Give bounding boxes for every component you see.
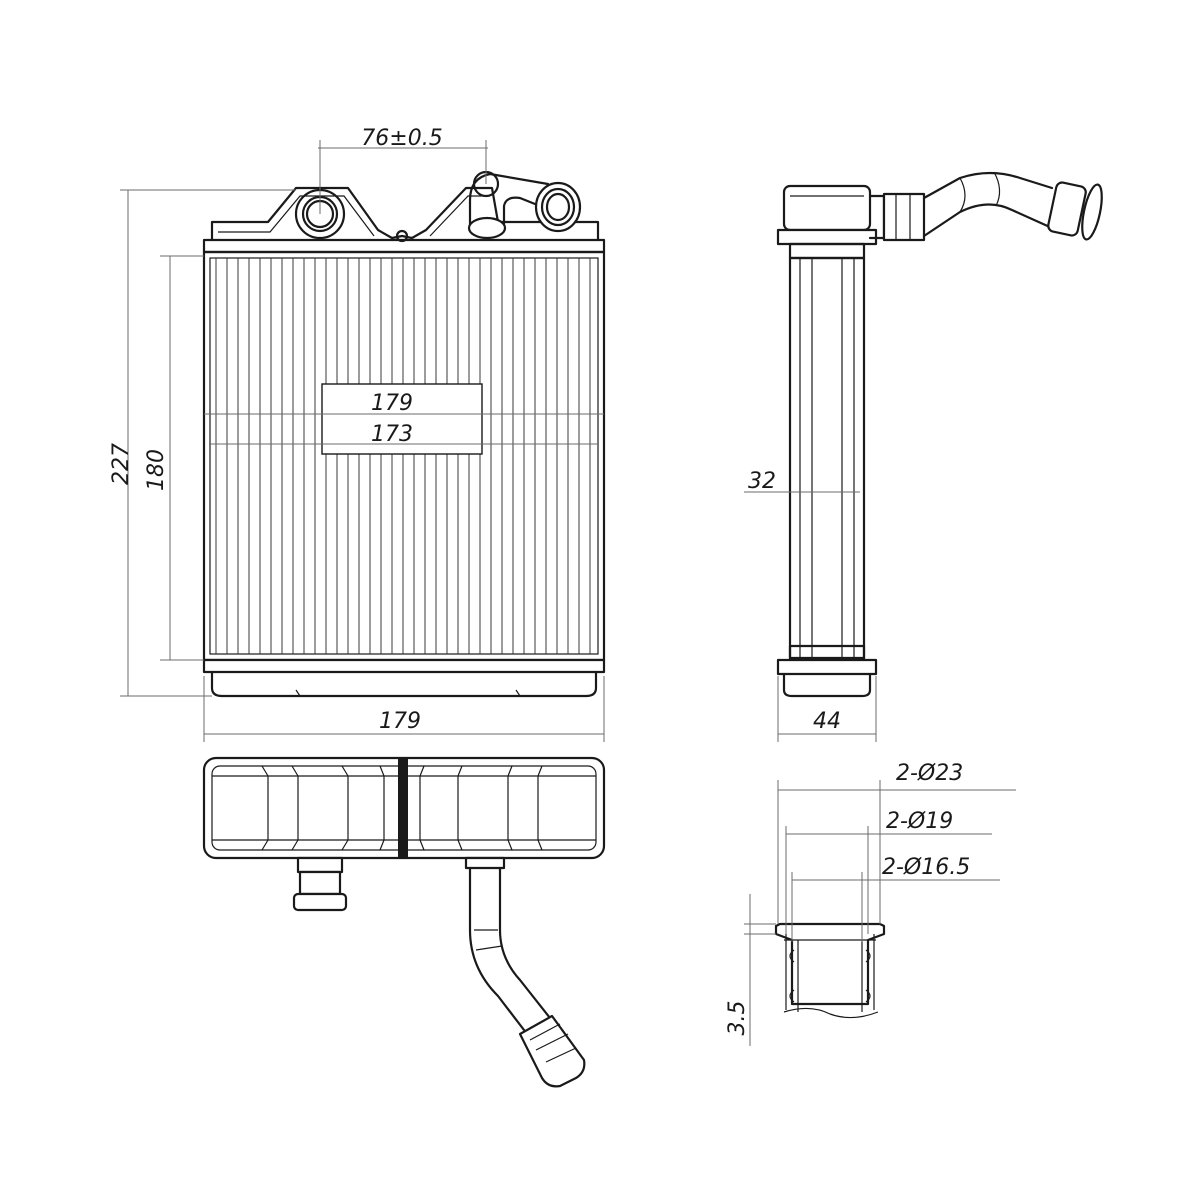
dim-overall-height: 227 (109, 443, 134, 485)
dim-overall-width: 179 (379, 709, 421, 734)
side-view (776, 171, 1103, 698)
center-separator (398, 758, 408, 858)
dim-core-depth: 32 (748, 469, 776, 494)
side-view-bottom-tank (782, 672, 872, 698)
side-view-pipe (868, 171, 1103, 242)
front-view (202, 170, 606, 698)
dim-tank-depth: 44 (813, 709, 841, 734)
dim-pipe-outer-diameter: 2-Ø23 (896, 761, 963, 786)
side-view-top-header (776, 228, 878, 246)
side-view-top-tank (782, 184, 872, 232)
dim-core-width-outer: 179 (371, 391, 413, 416)
side-view-dimensions: 32 44 (744, 469, 877, 742)
break-line (783, 1007, 879, 1019)
pipe-detail-dimensions: 2-Ø23 2-Ø19 2-Ø16.5 3.5 (725, 761, 1016, 1046)
dim-pipe-inner-diameter: 2-Ø16.5 (882, 855, 970, 880)
core (202, 250, 606, 662)
bottom-tank (210, 670, 598, 698)
width-label-box (321, 383, 483, 455)
core-fins (215, 258, 591, 654)
top-header-plate (202, 238, 606, 254)
dim-core-height: 180 (144, 449, 169, 491)
dim-bead-height: 3.5 (725, 1001, 750, 1036)
top-tank (210, 186, 600, 242)
center-clip (395, 229, 409, 243)
right-elbow-pipe (467, 170, 582, 240)
dim-pipe-middle-diameter: 2-Ø19 (886, 809, 953, 834)
dim-core-width-inner: 173 (371, 422, 413, 447)
bottom-header-plate (202, 658, 606, 674)
front-view-dimensions: 76±0.5 179 173 227 180 179 (109, 126, 605, 742)
side-view-core (788, 256, 866, 660)
side-view-bottom-header (776, 658, 878, 676)
top-view (202, 756, 606, 1088)
top-view-left-stub (292, 856, 348, 912)
dim-pipe-spacing: 76±0.5 (361, 126, 442, 151)
top-view-right-pipe (464, 856, 586, 1088)
pipe-detail (774, 922, 886, 1019)
